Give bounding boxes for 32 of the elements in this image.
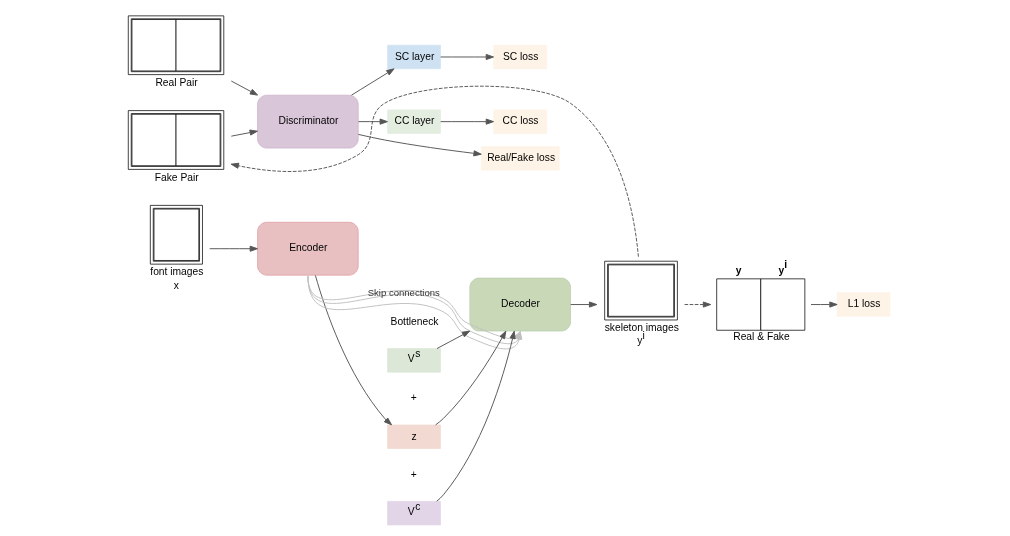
node-box: Encoder <box>256 221 359 276</box>
node-label: Real & Fake <box>732 330 790 342</box>
node-label: Fake Pair <box>154 171 199 183</box>
node-box: Discriminator <box>256 94 359 149</box>
arrow <box>357 133 482 157</box>
arrow <box>230 80 258 96</box>
label: + <box>410 468 417 480</box>
node-box: Real/Fake loss <box>480 146 559 171</box>
arrow <box>434 330 506 426</box>
arrow <box>810 301 838 308</box>
arrow <box>435 330 516 502</box>
arrow <box>230 85 639 258</box>
arrow <box>569 301 597 308</box>
arrow <box>683 301 711 308</box>
arrow <box>439 118 494 125</box>
node-box: z <box>386 424 441 449</box>
arrow <box>208 245 258 252</box>
node-label: Real Pair <box>154 76 198 88</box>
node-box: CC loss <box>492 109 547 134</box>
node-label: skeleton images <box>604 322 679 334</box>
arrow <box>357 118 388 125</box>
arrow <box>439 53 494 61</box>
node-box: SC layer <box>386 44 441 70</box>
node-box: L1 loss <box>836 292 890 317</box>
node-label: x <box>173 280 179 292</box>
arrow <box>230 129 258 137</box>
node-label: font images <box>149 266 203 278</box>
node-box: CC layer <box>386 109 441 134</box>
label: + <box>410 392 417 404</box>
node-box: SC loss <box>492 44 547 70</box>
node-label: y <box>735 264 742 276</box>
arrow <box>350 68 395 96</box>
